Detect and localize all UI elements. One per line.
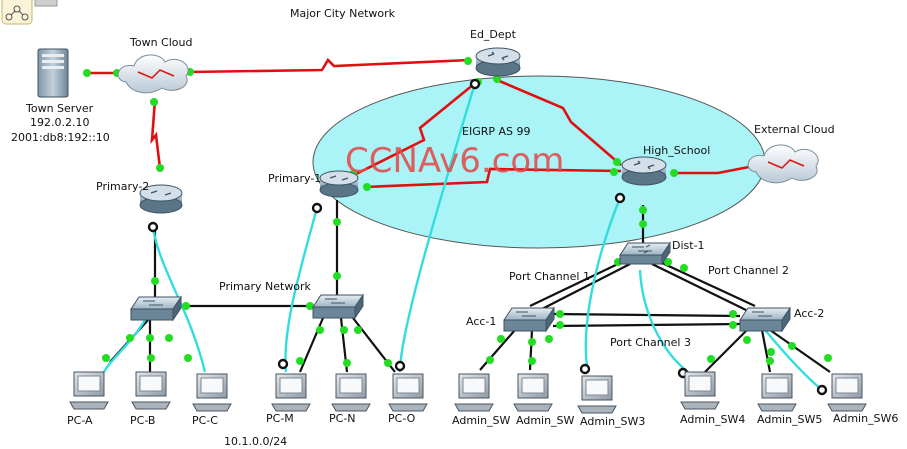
diagram-title: Major City Network bbox=[290, 7, 396, 20]
primary-network-label: Primary Network bbox=[219, 280, 312, 293]
pc-o-icon[interactable] bbox=[388, 373, 428, 412]
ed-dept-label: Ed_Dept bbox=[470, 28, 517, 41]
external-cloud-icon[interactable] bbox=[747, 144, 819, 184]
acc-1-label: Acc-1 bbox=[466, 315, 496, 328]
primary-1-label: Primary-1 bbox=[268, 172, 321, 185]
town-server-icon[interactable] bbox=[37, 48, 69, 98]
port-channel-3-label: Port Channel 3 bbox=[610, 336, 691, 349]
link-eddept-highschool bbox=[496, 78, 622, 166]
pc-c-label: PC-C bbox=[192, 414, 218, 427]
port-channel-1-label: Port Channel 1 bbox=[509, 270, 590, 283]
pc-c-icon[interactable] bbox=[192, 373, 232, 412]
pc-b-icon[interactable] bbox=[131, 371, 171, 410]
town-server-label: Town Server bbox=[25, 102, 94, 115]
admin-sw5-label: Admin_SW5 bbox=[757, 413, 822, 426]
admin-sw2-pc-icon[interactable] bbox=[513, 373, 553, 412]
port-channel-2-label: Port Channel 2 bbox=[708, 264, 789, 277]
dist-1-switch-icon[interactable] bbox=[619, 241, 671, 266]
link-primary1-highschool bbox=[364, 167, 622, 189]
pc-m-label: PC-M bbox=[266, 412, 294, 425]
primary-lan-switch-icon[interactable] bbox=[130, 295, 182, 322]
town-server-ipv4: 192.0.2.10 bbox=[30, 116, 89, 129]
admin-sw5-pc-icon[interactable] bbox=[757, 373, 797, 412]
pc-a-label: PC-A bbox=[67, 414, 93, 427]
link-highschool-external bbox=[672, 164, 755, 175]
primary-network-switch-icon[interactable] bbox=[312, 293, 364, 320]
acc-2-label: Acc-2 bbox=[794, 307, 824, 320]
admin-sw4-pc-icon[interactable] bbox=[680, 371, 720, 410]
pc-m-icon[interactable] bbox=[271, 373, 311, 412]
subnet-label: 10.1.0.0/24 bbox=[224, 435, 287, 448]
external-cloud-label: External Cloud bbox=[754, 123, 835, 136]
console-links bbox=[102, 82, 823, 391]
link-cloud-ed-dept bbox=[187, 57, 471, 74]
admin-sw3-pc-icon[interactable] bbox=[577, 375, 617, 414]
admin-sw2-label: Admin_SW bbox=[516, 414, 575, 427]
pc-n-label: PC-N bbox=[329, 412, 356, 425]
pc-b-label: PC-B bbox=[130, 414, 155, 427]
app-logo-icon bbox=[1, 0, 58, 25]
primary-2-label: Primary-2 bbox=[96, 180, 149, 193]
admin-sw1-pc-icon[interactable] bbox=[454, 373, 494, 412]
pc-o-label: PC-O bbox=[388, 412, 416, 425]
admin-sw1-label: Admin_SW bbox=[452, 414, 511, 427]
high-school-label: High_School bbox=[643, 144, 710, 157]
acc-1-switch-icon[interactable] bbox=[503, 306, 555, 333]
primary-2-router-icon[interactable] bbox=[139, 184, 183, 214]
pc-n-icon[interactable] bbox=[331, 373, 371, 412]
link-eddept-primary1 bbox=[339, 78, 480, 184]
dist-1-label: Dist-1 bbox=[672, 239, 705, 252]
town-cloud-label: Town Cloud bbox=[129, 36, 192, 49]
ed-dept-router-icon[interactable] bbox=[475, 47, 521, 77]
town-server-ipv6: 2001:db8:192::10 bbox=[11, 131, 110, 144]
admin-sw6-label: Admin_SW6 bbox=[833, 412, 898, 425]
watermark-text: CCNAv6.com bbox=[345, 141, 564, 181]
admin-sw3-label: Admin_SW3 bbox=[580, 415, 645, 428]
pc-a-icon[interactable] bbox=[69, 371, 109, 410]
primary-1-router-icon[interactable] bbox=[319, 170, 359, 198]
town-cloud-icon[interactable] bbox=[117, 54, 189, 94]
eigrp-area-label: EIGRP AS 99 bbox=[462, 125, 531, 138]
high-school-router-icon[interactable] bbox=[621, 156, 667, 186]
admin-sw6-pc-icon[interactable] bbox=[827, 373, 867, 412]
admin-sw4-label: Admin_SW4 bbox=[680, 413, 745, 426]
acc-2-switch-icon[interactable] bbox=[739, 306, 791, 333]
console-endpoints bbox=[147, 78, 828, 396]
link-cloud-primary2 bbox=[150, 99, 162, 169]
